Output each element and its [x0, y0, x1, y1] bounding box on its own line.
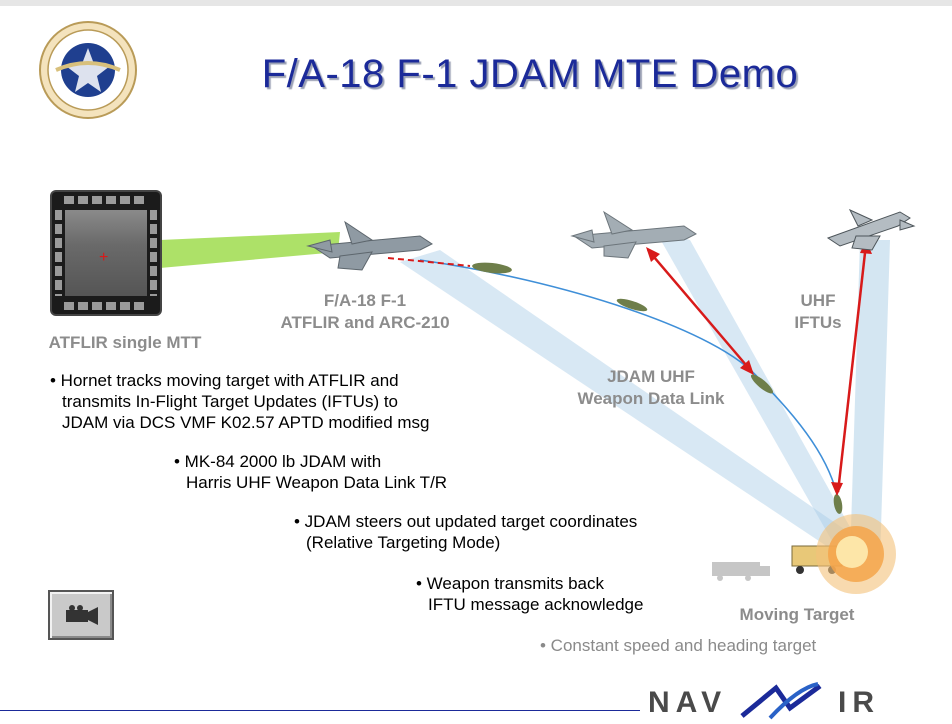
- atflir-bezel-buttons-left: [55, 210, 62, 296]
- jdam-label-line2: Weapon Data Link: [577, 389, 725, 408]
- impact-explosion: [816, 514, 896, 594]
- moving-target-label: Moving Target: [739, 605, 855, 624]
- fa18-lead-aircraft: [306, 220, 433, 271]
- bullet-3-line1: • JDAM steers out updated target coordin…: [294, 512, 638, 531]
- navy-seal-logo: [39, 21, 137, 119]
- constant-speed-note: • Constant speed and heading target: [540, 636, 817, 655]
- weapon-data-link-arrow: [646, 247, 754, 375]
- uhf-relay-aircraft: [826, 208, 916, 251]
- jdam-bomb-4: [833, 494, 843, 514]
- top-bar: [0, 0, 952, 6]
- atflir-display: +: [52, 192, 160, 314]
- bullet-3: • JDAM steers out updated target coordin…: [294, 511, 637, 553]
- atflir-beam: [160, 232, 340, 268]
- sensor-beam-uhf: [850, 240, 890, 560]
- video-camera-icon: [66, 605, 98, 625]
- navair-logo-right-text: IR: [838, 686, 880, 719]
- page-title: F/A-18 F-1 JDAM MTE Demo: [261, 52, 799, 96]
- fa18-label-line2: ATFLIR and ARC-210: [280, 313, 450, 332]
- footer-line: [0, 710, 640, 711]
- uhf-label: UHF IFTUs: [778, 290, 858, 334]
- weapon-trajectory: [419, 259, 841, 511]
- jdam-bomb-2: [616, 298, 648, 312]
- video-camera-button[interactable]: [48, 590, 114, 640]
- atflir-bezel-buttons-right: [150, 210, 157, 296]
- jdam-label-line1: JDAM UHF: [607, 367, 695, 386]
- bullet-2-line2: Harris UHF Weapon Data Link T/R: [186, 473, 448, 492]
- jdam-label: JDAM UHF Weapon Data Link: [556, 366, 746, 410]
- bullet-4-line1: • Weapon transmits back: [416, 574, 604, 593]
- atflir-bezel-buttons-bottom: [64, 302, 148, 310]
- release-line: [387, 257, 471, 267]
- bullet-1-line2: transmits In-Flight Target Updates (IFTU…: [62, 392, 399, 411]
- uhf-label-line2: IFTUs: [794, 313, 842, 332]
- bullet-4-line2: IFTU message acknowledge: [428, 595, 644, 614]
- bullet-2: • MK-84 2000 lb JDAM with Harris UHF Wea…: [174, 451, 447, 493]
- fa18-label: F/A-18 F-1 ATFLIR and ARC-210: [250, 290, 480, 334]
- jdam-bomb-3: [750, 374, 774, 394]
- atflir-label: ATFLIR single MTT: [48, 333, 202, 352]
- moving-target-truck-ghost: [712, 562, 770, 581]
- bullet-1-line3: JDAM via DCS VMF K02.57 APTD modified ms…: [62, 413, 430, 432]
- bullet-1-line1: • Hornet tracks moving target with ATFLI…: [50, 371, 399, 390]
- sensor-beam-lead: [400, 250, 860, 555]
- fa18-label-line1: F/A-18 F-1: [323, 291, 407, 310]
- navair-logo-left-text: NAV: [648, 686, 728, 719]
- bullet-2-line1: • MK-84 2000 lb JDAM with: [174, 452, 382, 471]
- navair-logo: [740, 682, 822, 720]
- fa18-wing-aircraft: [570, 210, 697, 259]
- bullet-4: • Weapon transmits back IFTU message ack…: [416, 573, 643, 615]
- bullet-1: • Hornet tracks moving target with ATFLI…: [50, 370, 430, 433]
- sensor-beam-wing: [655, 230, 860, 555]
- target-crosshair-icon: +: [99, 249, 109, 266]
- atflir-screen: +: [65, 210, 147, 296]
- bullet-3-line2: (Relative Targeting Mode): [306, 533, 501, 552]
- uhf-label-line1: UHF: [800, 291, 836, 310]
- jdam-bomb-1: [472, 262, 512, 274]
- atflir-bezel-buttons-top: [64, 196, 148, 204]
